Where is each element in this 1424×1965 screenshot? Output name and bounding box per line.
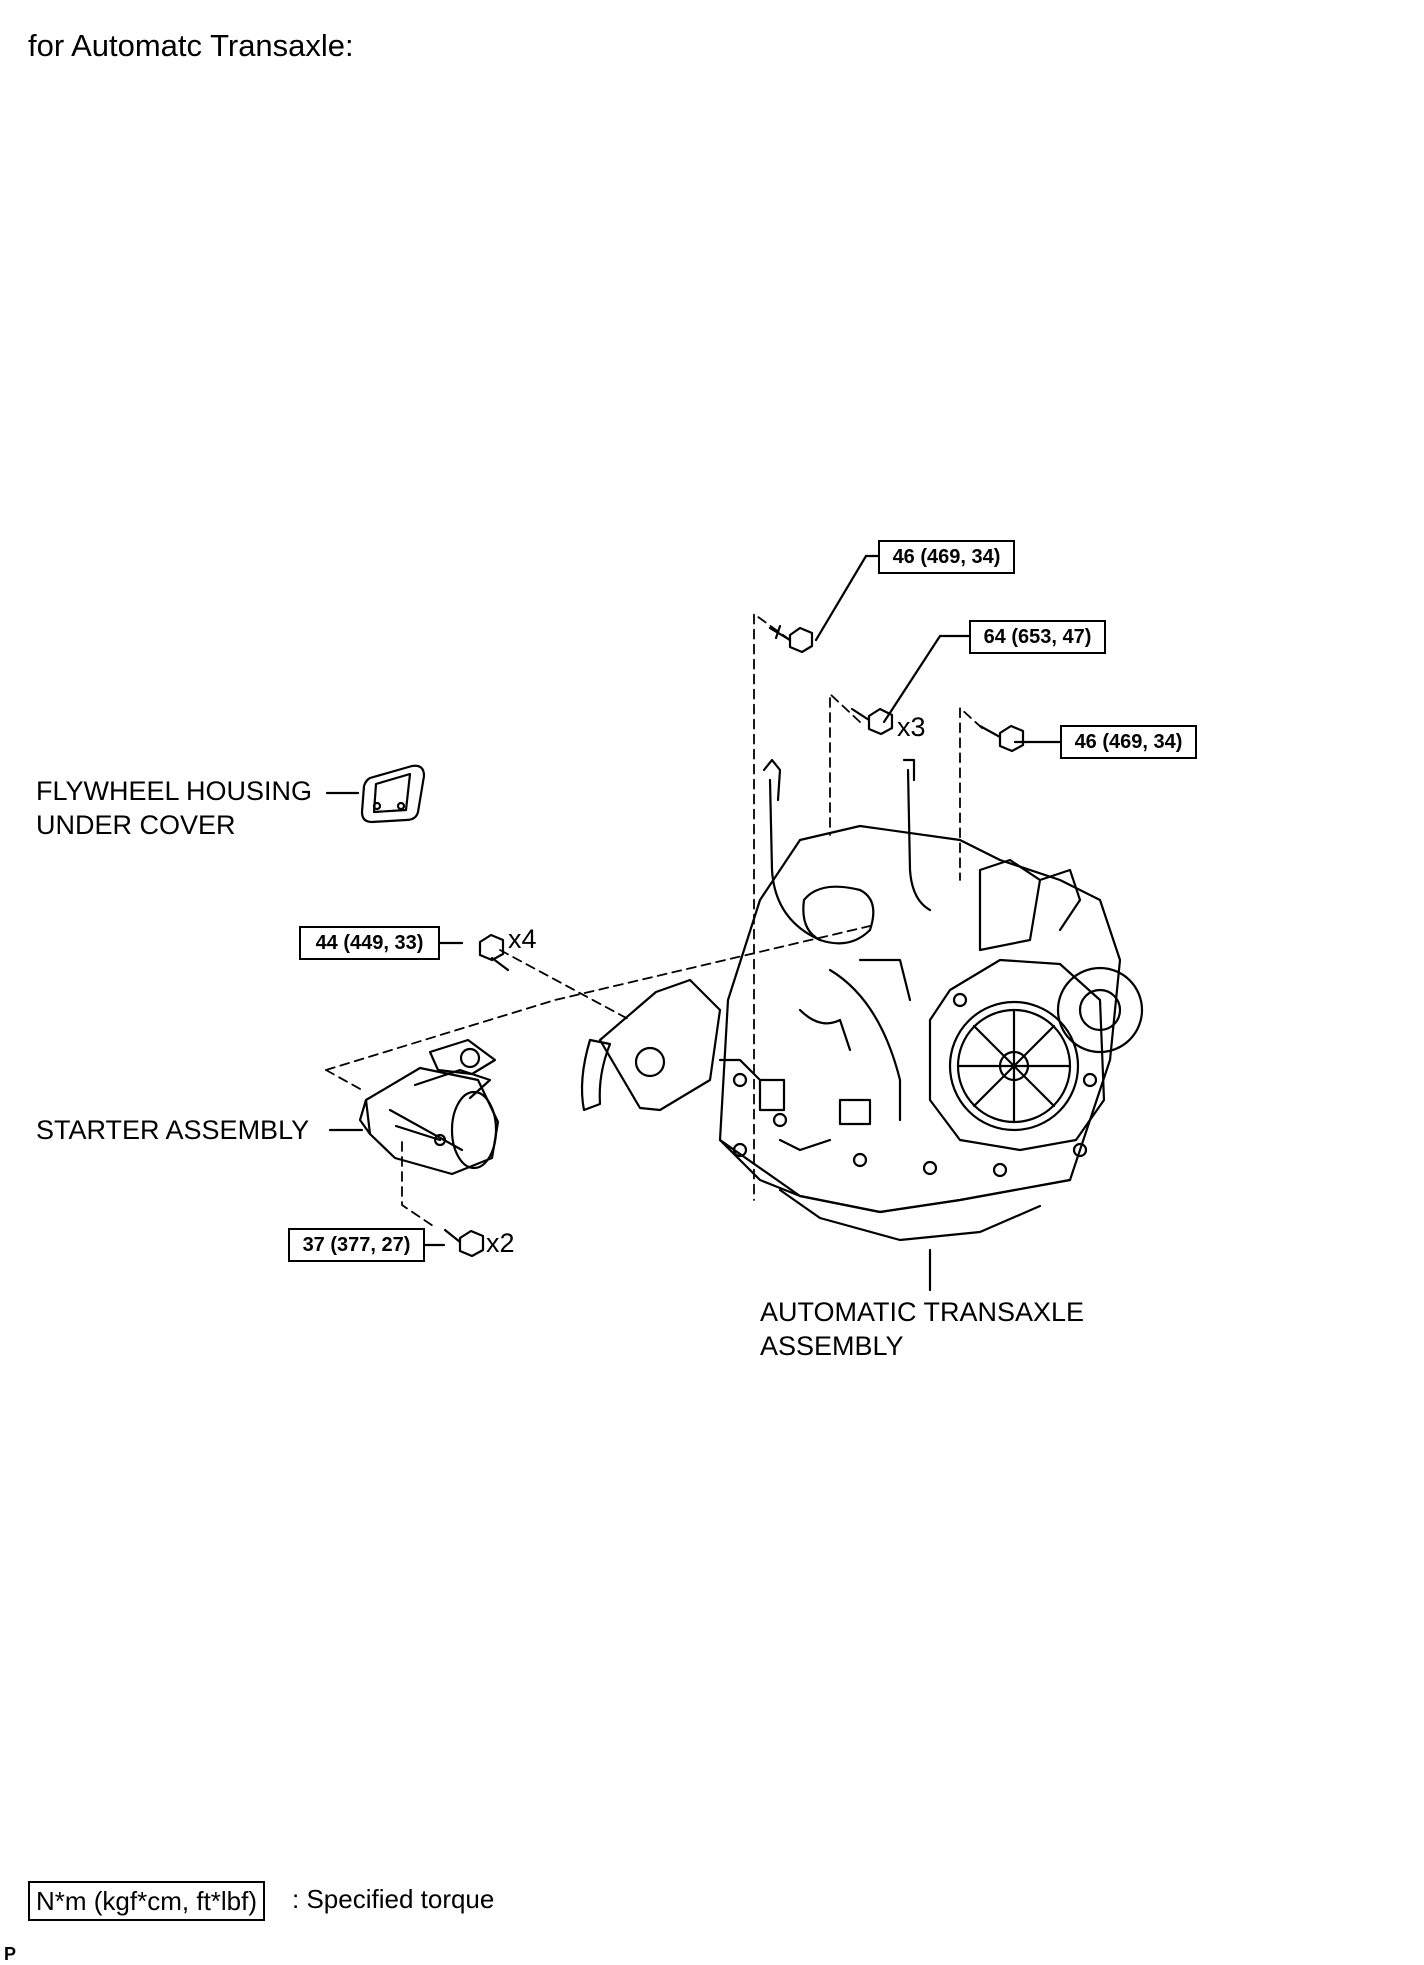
torque-right-bolt: 46 (469, 34)	[1060, 725, 1197, 759]
footer-code: P	[4, 1944, 17, 1964]
qty-starter-bolts: x2	[486, 1228, 515, 1258]
transaxle-case	[580, 758, 1144, 1242]
starter-motor	[358, 1038, 500, 1176]
leader-lines	[325, 554, 1062, 1292]
qty-left-bolts: x4	[508, 924, 537, 954]
diagram-title: for Automatc Transaxle:	[28, 28, 354, 63]
starter-assembly-label: STARTER ASSEMBLY	[36, 1115, 310, 1145]
flywheel-cover	[360, 764, 426, 824]
transaxle-label-line1: AUTOMATIC TRANSAXLE	[760, 1297, 1085, 1327]
flywheel-cover-label-line1: FLYWHEEL HOUSING	[36, 776, 313, 806]
transaxle-label-line2: ASSEMBLY	[760, 1331, 904, 1361]
bolt-starter	[443, 1228, 485, 1258]
bolt-right	[978, 724, 1025, 753]
torque-left-bolts: 44 (449, 33)	[299, 926, 440, 960]
flywheel-cover-label: FLYWHEEL HOUSING UNDER COVER	[36, 774, 312, 842]
bolt-middle	[850, 707, 894, 736]
flywheel-cover-label-line2: UNDER COVER	[36, 810, 236, 840]
torque-starter-bolts: 37 (377, 27)	[288, 1228, 425, 1262]
bolt-left	[478, 933, 510, 972]
qty-middle-bolts: x3	[897, 712, 926, 742]
legend-torque-box: N*m (kgf*cm, ft*lbf)	[28, 1881, 266, 1921]
torque-middle-bolts: 64 (653, 47)	[969, 620, 1106, 654]
transaxle-label: AUTOMATIC TRANSAXLE ASSEMBLY	[760, 1295, 1084, 1363]
torque-top-bolt: 46 (469, 34)	[878, 540, 1015, 574]
bolt-top	[768, 624, 814, 654]
legend-description: : Specified torque	[292, 1884, 495, 1914]
